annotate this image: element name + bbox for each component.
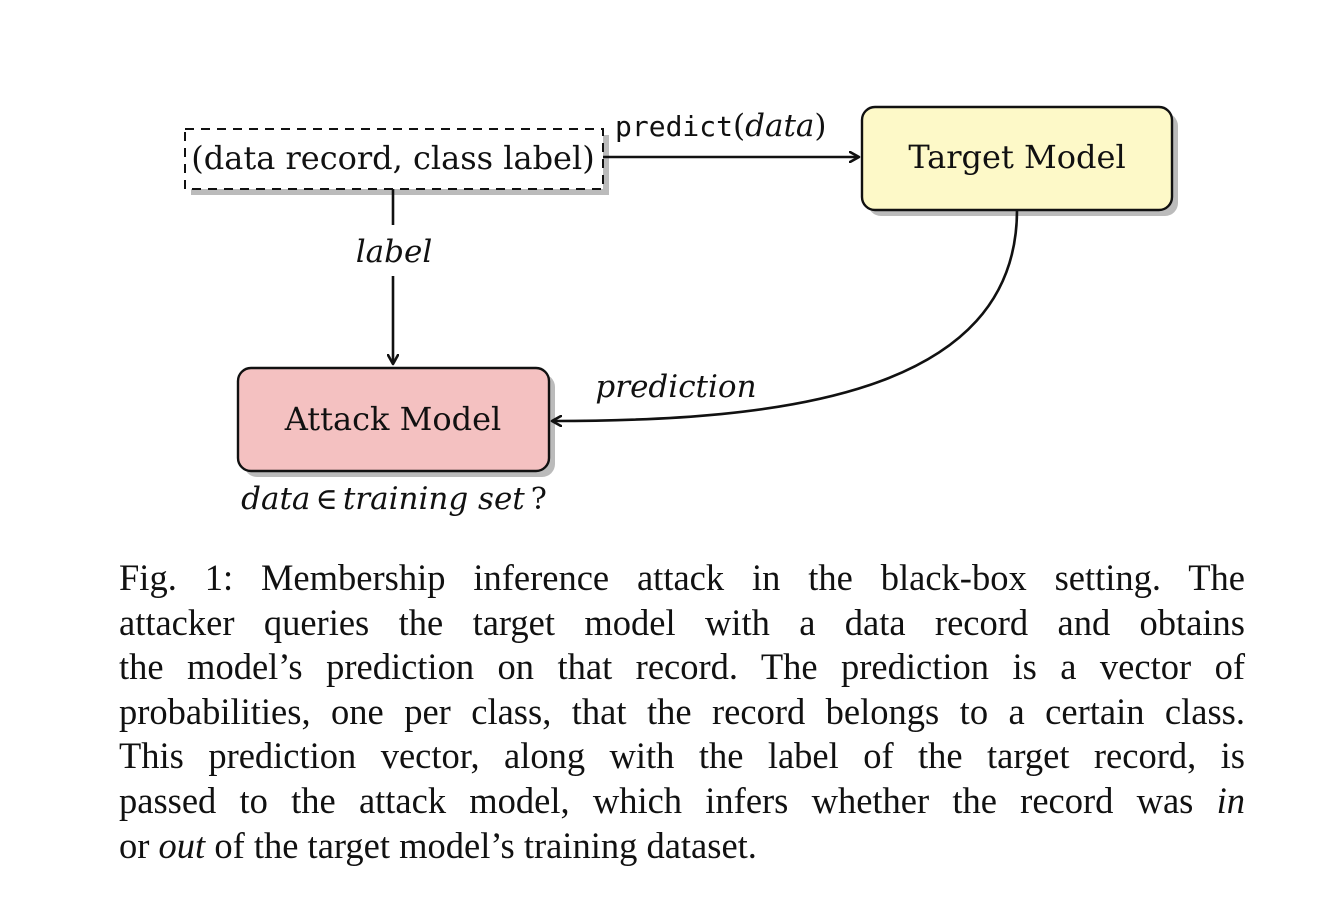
- edge-predict-label: predict(data): [615, 108, 827, 144]
- target-model-node: Target Model: [860, 105, 1178, 216]
- input-node-label: (data record, class label): [191, 139, 594, 177]
- caption-line-7-end: of the target model’s training dataset.: [214, 824, 757, 866]
- edge-label-text: label: [356, 234, 433, 270]
- caption-line-4: probabilities, one per class, that the r…: [119, 690, 1245, 732]
- edge-predict: predict(data): [603, 108, 858, 157]
- attack-model-box: [236, 366, 551, 473]
- caption-line-7: or out of the target model’s training da…: [119, 824, 1245, 869]
- caption-line-6: passed to the attack model, which infers…: [119, 779, 1245, 824]
- question-element-of-symbol: ∈: [316, 482, 338, 517]
- input-node-box: [184, 128, 604, 190]
- caption-line-3: the model’s prediction on that record. T…: [119, 646, 1245, 688]
- predict-close-paren: ): [814, 108, 826, 144]
- question-mark: ?: [531, 482, 547, 517]
- caption-line-5: This prediction vector, along with the l…: [119, 735, 1245, 777]
- predict-open-paren: (: [733, 108, 745, 144]
- caption-out-word: out: [158, 824, 206, 866]
- caption-in-word: in: [1216, 779, 1245, 821]
- predict-arg: data: [745, 108, 814, 144]
- attack-model-label: Attack Model: [284, 400, 502, 438]
- figure-caption: Fig. 1: Membership inference attack in t…: [119, 556, 1245, 868]
- input-node: (data record, class label): [184, 128, 609, 195]
- edge-prediction: prediction: [553, 209, 1019, 421]
- caption-line-6-text: passed to the attack model, which infers…: [119, 779, 1194, 821]
- question-training-set: training set: [343, 481, 525, 517]
- caption-line-7-start: or: [119, 824, 150, 866]
- predict-func: predict: [615, 110, 733, 143]
- target-model-label: Target Model: [908, 138, 1125, 176]
- attack-model-node: Attack Model: [236, 366, 555, 477]
- membership-question: data ∈ training set?: [241, 481, 547, 517]
- membership-inference-diagram: (data record, class label) Target Model …: [184, 105, 1178, 517]
- edge-prediction-arrow: [553, 209, 1019, 421]
- caption-line-2: attacker queries the target model with a…: [119, 601, 1245, 643]
- edge-prediction-text: prediction: [595, 369, 756, 405]
- edge-label: label: [356, 189, 433, 363]
- question-data: data: [241, 481, 310, 517]
- caption-line-1: Fig. 1: Membership inference attack in t…: [119, 557, 1245, 598]
